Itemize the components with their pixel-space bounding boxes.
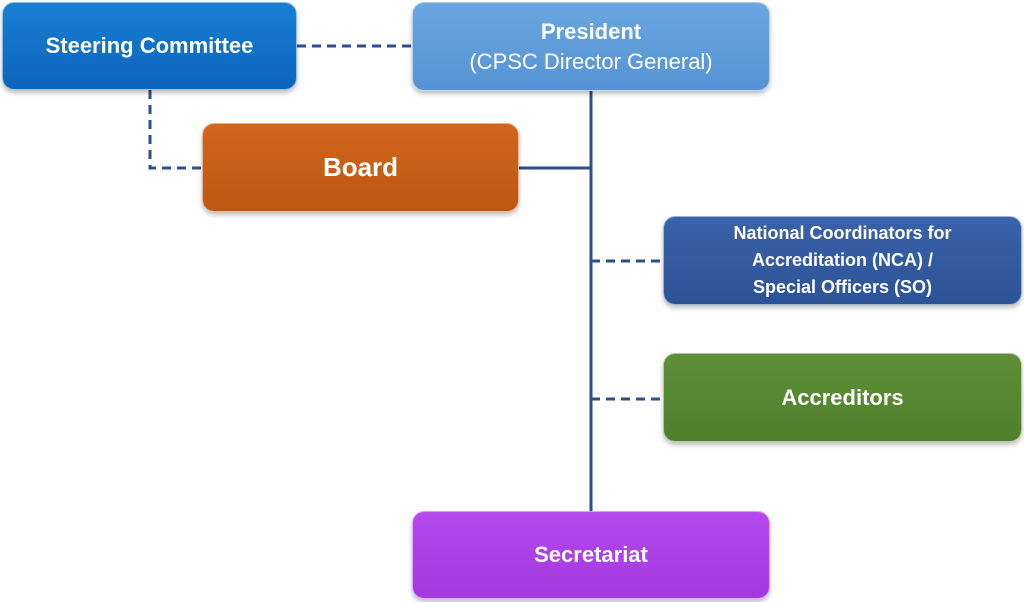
board-label: Board: [322, 152, 399, 182]
nca-label-line3: Special Officers (SO): [752, 277, 933, 297]
nca-label-line1: National Coordinators for: [733, 223, 952, 243]
steering-committee-label: Steering Committee: [45, 33, 254, 58]
president-subtitle: (CPSC Director General): [469, 48, 713, 74]
accreditors-box: Accreditors: [663, 353, 1022, 442]
nca-label-line2: Accreditation (NCA) /: [751, 250, 933, 270]
connector-steering-board: [148, 90, 202, 170]
president-title: President: [540, 18, 642, 44]
secretariat-label: Secretariat: [534, 542, 648, 567]
president-box: President (CPSC Director General): [412, 2, 770, 91]
secretariat-box: Secretariat: [412, 511, 770, 599]
board-box: Board: [202, 123, 519, 212]
steering-committee-box: Steering Committee: [2, 2, 297, 90]
nca-box: National Coordinators for Accreditation …: [663, 216, 1022, 305]
accreditors-label: Accreditors: [781, 384, 904, 410]
